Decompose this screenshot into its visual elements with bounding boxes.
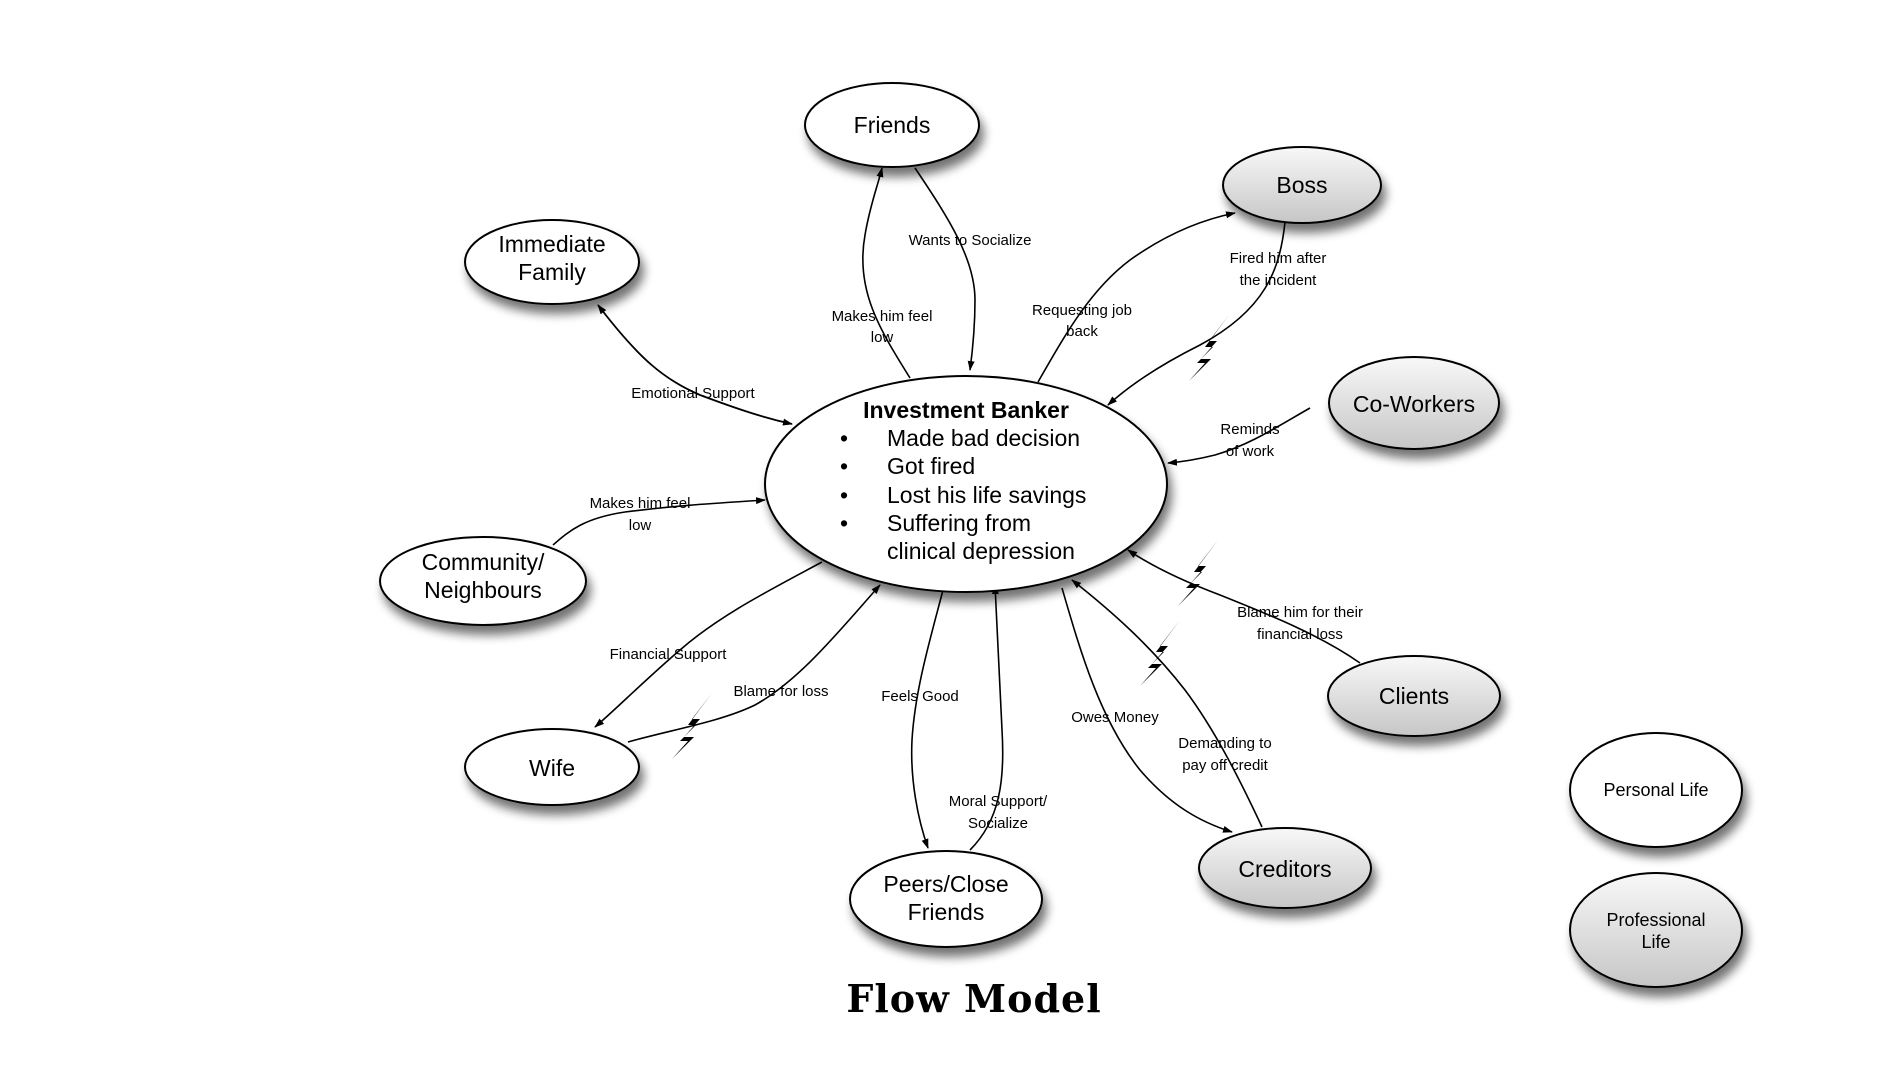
diagram-title: Flow Model [846, 976, 1101, 1021]
node-label: Neighbours [424, 577, 542, 603]
edge-label-emotional-support: Emotional Support [631, 385, 755, 402]
edge-label-blame-for-loss: Blame for loss [733, 683, 828, 700]
bullet-icon: • [840, 510, 848, 536]
node-immediate-family[interactable]: Immediate Family [464, 219, 640, 305]
edge-label-wants-to-socialize: Wants to Socialize [909, 232, 1032, 249]
node-heading: Investment Banker [863, 397, 1069, 423]
node-boss[interactable]: Boss [1222, 146, 1382, 224]
legend-label: Life [1641, 932, 1670, 952]
node-investment-banker[interactable]: Investment Banker • Made bad decision • … [764, 375, 1168, 593]
legend-label: Professional [1606, 910, 1705, 930]
node-label: Friends [854, 112, 931, 138]
edge-label-moral-support: Moral Support/Socialize [949, 793, 1048, 832]
legend-label: Personal Life [1603, 780, 1708, 800]
node-peers-close-friends[interactable]: Peers/Close Friends [849, 850, 1043, 948]
edge-makes-him-feel-low-friends [861, 167, 911, 379]
edge-requesting-job-back [1037, 211, 1236, 383]
edge-feels-good [910, 589, 944, 849]
node-label: Peers/Close [883, 871, 1008, 897]
legend-personal-life: Personal Life [1569, 732, 1743, 848]
bullet-text: clinical depression [887, 538, 1075, 564]
bullet-icon: • [840, 453, 848, 479]
bullet-text: Suffering from [887, 510, 1031, 536]
legend-professional-life: Professional Life [1569, 872, 1743, 988]
node-label: Community/ [422, 549, 545, 575]
edge-blame-financial-loss [1127, 549, 1361, 664]
edge-label-feels-good: Feels Good [881, 688, 959, 705]
node-community-neighbours[interactable]: Community/ Neighbours [379, 536, 587, 626]
node-label: Immediate [498, 231, 605, 257]
node-friends[interactable]: Friends [804, 82, 980, 168]
edge-demanding-credit [1071, 579, 1263, 828]
edge-financial-support [594, 561, 823, 728]
nodes: Investment Banker • Made bad decision • … [379, 82, 1501, 948]
node-label: Clients [1379, 683, 1449, 709]
edge-blame-for-loss [627, 584, 881, 743]
node-co-workers[interactable]: Co-Workers [1328, 356, 1500, 450]
edge-wants-to-socialize [914, 167, 976, 371]
lightning-bolt-icon [1178, 540, 1218, 606]
bullet-text: Lost his life savings [887, 482, 1086, 508]
edge-emotional-support [597, 304, 793, 426]
edge-label-owes-money: Owes Money [1071, 709, 1159, 726]
node-label: Family [518, 259, 586, 285]
bullet-text: Got fired [887, 453, 975, 479]
node-label: Wife [529, 755, 575, 781]
bullet-text: Made bad decision [887, 425, 1080, 451]
edge-makes-him-feel-low-community [552, 497, 766, 546]
bullet-icon: • [840, 425, 848, 451]
edge-reminds-of-work [1167, 407, 1311, 466]
node-label: Co-Workers [1353, 391, 1475, 417]
node-label: Creditors [1238, 856, 1331, 882]
edges [552, 167, 1361, 851]
bullet-icon: • [840, 482, 848, 508]
edge-owes-money [1061, 587, 1233, 833]
node-creditors[interactable]: Creditors [1198, 827, 1372, 909]
node-label: Friends [908, 899, 985, 925]
edge-fired-him [1107, 221, 1286, 406]
legend: Personal Life Professional Life [1569, 732, 1743, 988]
node-label: Boss [1276, 172, 1327, 198]
edge-moral-support [969, 584, 1004, 851]
node-clients[interactable]: Clients [1327, 655, 1501, 737]
node-wife[interactable]: Wife [464, 728, 640, 806]
edge-label-financial-support: Financial Support [610, 646, 728, 663]
